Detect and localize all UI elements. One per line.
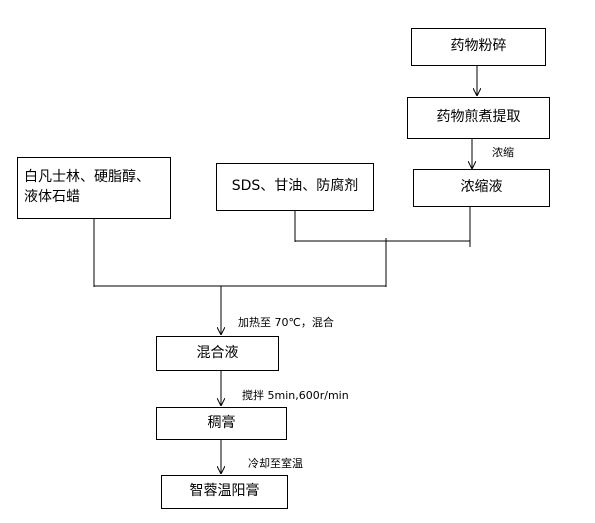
label-cool: 冷却至室温 xyxy=(248,457,303,470)
node-product: 智蓉温阳膏 xyxy=(161,475,288,509)
node-concentrate: 浓缩液 xyxy=(413,169,550,207)
node-additives-label: SDS、甘油、防腐剂 xyxy=(231,178,359,195)
label-heat-mix: 加热至 70℃，混合 xyxy=(238,316,334,329)
node-oil-phase-line2: 液体石蜡 xyxy=(24,189,80,205)
label-stir: 搅拌 5min,600r/min xyxy=(242,389,349,402)
node-oil-phase: 白凡士林、硬脂醇、 液体石蜡 xyxy=(17,157,171,219)
node-oil-phase-line1: 白凡士林、硬脂醇、 xyxy=(24,169,150,186)
node-grind-label: 药物粉碎 xyxy=(450,38,507,55)
node-concentrate-label: 浓缩液 xyxy=(460,179,503,196)
node-decoct-label: 药物煎煮提取 xyxy=(436,109,521,126)
node-additives: SDS、甘油、防腐剂 xyxy=(216,163,374,211)
node-decoct: 药物煎煮提取 xyxy=(407,97,550,139)
node-thick-paste: 稠膏 xyxy=(156,407,287,440)
node-thick-paste-label: 稠膏 xyxy=(207,414,236,431)
node-mixture: 混合液 xyxy=(156,336,279,371)
label-concentrate-step: 浓缩 xyxy=(492,146,514,159)
node-mixture-label: 混合液 xyxy=(196,344,239,361)
node-product-label: 智蓉温阳膏 xyxy=(189,483,260,500)
node-grind: 药物粉碎 xyxy=(411,28,546,66)
